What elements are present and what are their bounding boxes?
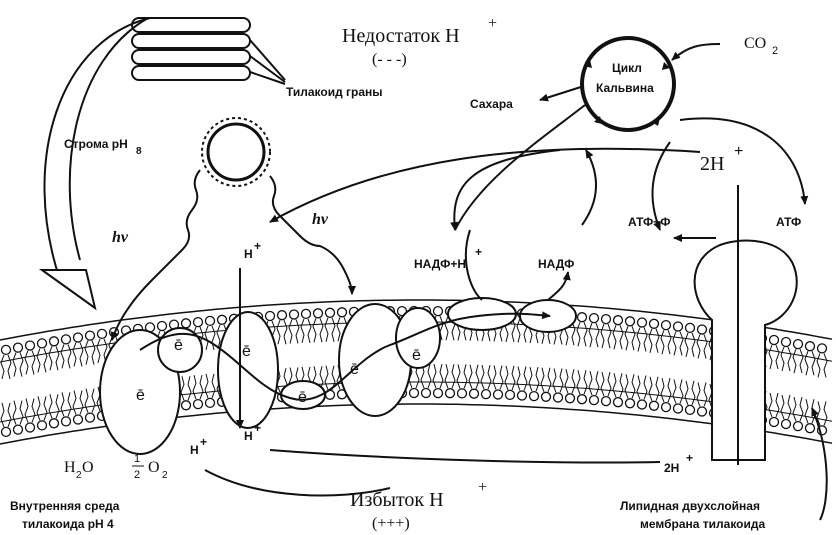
- h-plus-upper-sup: +: [254, 239, 261, 253]
- sugar-label: Сахара: [470, 97, 513, 111]
- two-h-top-sup: +: [734, 143, 743, 160]
- nadph-label: НАДФ+H: [414, 257, 466, 271]
- atp-synthase: [695, 241, 797, 460]
- two-h-top-label: 2H: [700, 153, 724, 175]
- electron-6: ē: [412, 347, 421, 364]
- excess-sign: (+++): [372, 515, 410, 532]
- inner-medium-label-1: Внутренняя среда: [10, 499, 120, 513]
- h-plus-bottom-sup: +: [200, 435, 207, 449]
- h-plus-bottom: H: [190, 443, 199, 457]
- h-plus-lower-sup: +: [254, 421, 261, 435]
- inner-medium-label-2: тилакоида pH 4: [22, 517, 114, 531]
- excess-title: Избыток H: [350, 489, 444, 511]
- nadp-label: НАДФ: [538, 257, 574, 271]
- heading-excess: Избыток H + (+++): [350, 479, 487, 532]
- h-plus-lower: H: [244, 429, 253, 443]
- co2-sub: 2: [772, 45, 778, 57]
- atp-label: АТФ: [776, 215, 801, 229]
- heading-deficit: Недостаток H + (- - -): [342, 15, 497, 68]
- membrane-label-1: Липидная двухслойная: [620, 499, 760, 513]
- membrane-label-2: мембрана тилакоида: [640, 517, 766, 531]
- calvin-label-1: Цикл: [612, 61, 642, 75]
- h2o-o: O: [82, 459, 94, 476]
- electron-3: ē: [242, 343, 251, 360]
- deficit-title-sup: +: [488, 15, 497, 32]
- h-plus-upper: H: [244, 247, 253, 261]
- electron-2: ē: [174, 337, 183, 354]
- electron-5: ē: [350, 361, 359, 378]
- two-h-bottom-sup: +: [686, 451, 693, 465]
- stroma-ph-sub: 8: [136, 146, 142, 157]
- sun-icon: [202, 118, 270, 186]
- water-formula: H 2 O: [64, 459, 94, 481]
- deficit-title: Недостаток H: [342, 25, 460, 47]
- calvin-label-2: Кальвина: [596, 81, 654, 95]
- excess-title-sup: +: [478, 479, 487, 496]
- half-numerator: 1: [134, 453, 140, 465]
- nadph-sup: +: [475, 245, 482, 259]
- electron-4: ē: [298, 389, 307, 406]
- oxygen-formula: 1 2 O 2: [132, 453, 168, 481]
- o2-o: O: [148, 459, 160, 476]
- hv-right-label: hν: [312, 211, 329, 228]
- deficit-sign: (- - -): [372, 51, 407, 68]
- half-denominator: 2: [134, 469, 140, 481]
- adp-label: АТФ+Ф: [628, 215, 670, 229]
- h2o-h: H: [64, 459, 76, 476]
- hv-left-label: hν: [112, 229, 129, 246]
- two-h-bottom-label: 2H: [664, 461, 679, 475]
- electron-1: ē: [136, 387, 145, 404]
- thylakoid-grana-stack: [132, 18, 285, 84]
- o2-sub: 2: [162, 470, 168, 481]
- co2-label: CO: [744, 35, 766, 52]
- stroma-label: Строма pH: [64, 137, 128, 151]
- thylakoid-grana-label: Тилакоид граны: [286, 85, 383, 99]
